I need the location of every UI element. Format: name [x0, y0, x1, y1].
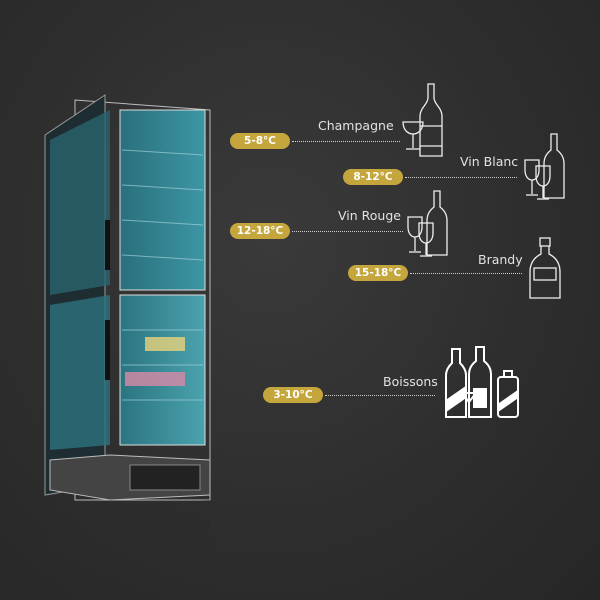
zone-label-vin-rouge: Vin Rouge — [338, 208, 401, 223]
white-wine-icon — [524, 133, 565, 200]
red-wine-icon — [407, 190, 448, 257]
dotted-leader-line — [292, 141, 400, 142]
zone-label-boissons: Boissons — [383, 374, 438, 389]
temp-badge-boissons: 3-10°C — [263, 387, 323, 403]
dotted-leader-line — [292, 231, 403, 232]
dotted-leader-line — [405, 177, 517, 178]
zone-label-champagne: Champagne — [318, 118, 394, 133]
dotted-leader-line — [410, 273, 522, 274]
champagne-icon — [402, 83, 443, 157]
dual-zone-fridge-image — [44, 94, 211, 580]
temp-badge-vin-rouge: 12-18°C — [230, 223, 290, 239]
zone-label-brandy: Brandy — [478, 252, 523, 267]
temp-badge-vin-blanc: 8-12°C — [343, 169, 403, 185]
temp-badge-champagne: 5-8°C — [230, 133, 290, 149]
dotted-leader-line — [325, 395, 435, 396]
zone-label-vin-blanc: Vin Blanc — [460, 154, 519, 169]
brandy-bottle-icon — [529, 237, 561, 299]
beverages-icon — [445, 346, 519, 418]
temp-badge-brandy: 15-18°C — [348, 265, 408, 281]
